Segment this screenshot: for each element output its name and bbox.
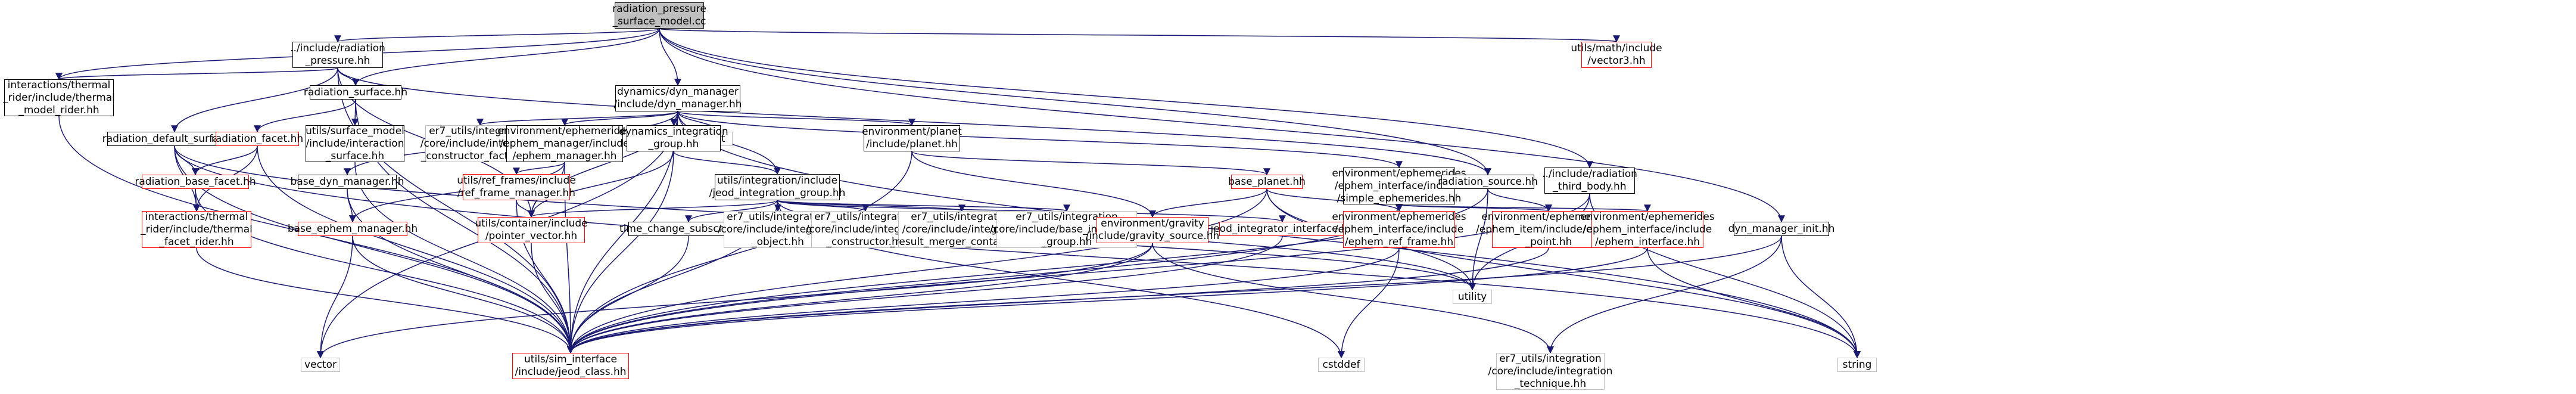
edge-gravity_source-to-integ_technique [1152, 243, 1554, 354]
edge-base_planet-to-ephem_ref_frame [1266, 188, 1403, 212]
node-interaction-surface-hh[interactable]: utils/surface_model /include/interaction… [306, 125, 404, 162]
node-jeod-class-hh[interactable]: utils/sim_interface /include/jeod_class.… [512, 353, 629, 379]
edge-pointer_vector-to-jeod_class [531, 243, 574, 354]
edge-planet-to-gravity_source [911, 151, 1156, 218]
edge-ephem_ref_frame-to-cstddef [1338, 247, 1400, 359]
edge-ephem_ref_frame-to-jeod_class [567, 247, 1400, 354]
node-base-dyn-manager-hh[interactable]: base_dyn_manager.hh [291, 175, 404, 189]
edge-base_ephem_manager-to-jeod_class [352, 235, 574, 354]
edge-dyn_manager-to-jeod_class [567, 111, 678, 354]
node-ephem-interface-hh[interactable]: environment/ephemerides /ephem_interface… [1580, 210, 1715, 248]
edge-root-to-vector3 [659, 28, 1619, 43]
edge-dyn_integ_group-to-pointer_vector [528, 151, 674, 218]
node-integration-technique-hh[interactable]: er7_utils/integration /core/include/inte… [1488, 352, 1613, 390]
edge-dyn_manager-to-simple_ephem [677, 111, 1403, 169]
node-dyn-manager-hh[interactable]: dynamics/dyn_manager /include/dyn_manage… [613, 85, 742, 111]
edge-root-to-dyn_manager_init [659, 28, 1785, 223]
node-gravity-source-hh[interactable]: environment/gravity /include/gravity_sou… [1085, 217, 1220, 243]
edge-thermal_facet_rider-to-jeod_class [196, 247, 574, 354]
edge-dyn_manager_init-to-string [1781, 235, 1861, 359]
node-vector[interactable]: vector [301, 358, 340, 372]
node-thermal-model-rider-hh[interactable]: interactions/thermal _rider/include/ther… [3, 79, 115, 116]
edge-base_planet-to-gravity_source [1149, 188, 1267, 218]
node-ephem-ref-frame-hh[interactable]: environment/ephemerides /ephem_interface… [1332, 210, 1466, 248]
node-radiation-pressure-hh[interactable]: ../include/radiation _pressure.hh [290, 42, 385, 68]
edge-jeod_integ_group-to-pointer_vector [528, 200, 778, 218]
node-thermal-facet-rider-hh[interactable]: interactions/thermal _rider/include/ther… [141, 210, 253, 248]
node-base-planet-hh[interactable]: base_planet.hh [1228, 175, 1306, 189]
edge-dyn_integ_group-to-jeod_integ_group [673, 151, 781, 175]
edge-root-to-rad_source [659, 28, 1491, 176]
edge-dyn_manager-to-planet [677, 111, 915, 126]
edge-rad_facet-to-rad_base_facet [192, 145, 258, 176]
edge-ephem_manager-to-ref_frame_manager [513, 162, 565, 175]
node-ephem-manager-hh[interactable]: environment/ephemerides /ephem_manager/i… [497, 125, 632, 162]
edge-gravity_source-to-vector [317, 243, 1153, 359]
edge-time_change_sub-to-jeod_class [567, 235, 689, 354]
edge-dyn_manager-to-ephem_manager [561, 111, 678, 126]
node-radiation-base-facet-hh[interactable]: radiation_base_facet.hh [135, 175, 256, 189]
node-simple-ephemerides-hh[interactable]: environment/ephemerides /ephem_interface… [1332, 167, 1466, 204]
edge-gravity_source-to-jeod_class [567, 243, 1153, 354]
edge-inc_rad_press-to-rad_default_surface [171, 67, 338, 133]
edge-root-to-inc_rad_press [334, 28, 660, 43]
edge-dyn_manager_init-to-jeod_class [567, 235, 1782, 354]
node-vector3-hh[interactable]: utils/math/include /vector3.hh [1571, 42, 1662, 68]
node-jeod-integration-group-hh[interactable]: utils/integration/include /jeod_integrat… [709, 174, 846, 200]
edge-surface_model_iface-to-jeod_class [354, 162, 574, 354]
edge-dyn_manager_init-to-integ_technique [1547, 235, 1782, 354]
edge-root-to-dyn_manager [659, 28, 681, 86]
node-integrable-object-hh[interactable]: er7_utils/integration /core/include/inte… [717, 210, 839, 248]
edge-rad_surface-to-rad_facet [254, 99, 356, 133]
node-jeod-integrator-interface-hh[interactable]: jeod_integrator_interface.hh [1210, 222, 1354, 236]
edge-jeod_integ_iface-to-jeod_class [567, 235, 1283, 354]
edge-rad_source-to-ephem_point [1487, 188, 1552, 212]
edge-ephem_interface-to-string [1647, 247, 1861, 359]
edge-dyn_manager-to-ctor_factory [476, 111, 678, 126]
node-radiation-surface-hh[interactable]: radiation_surface.hh [304, 85, 407, 100]
edge-rad_default_surface-to-string [174, 145, 1861, 359]
edge-dyn_integ_group-to-jeod_class [567, 151, 674, 354]
node-cstddef[interactable]: cstddef [1318, 358, 1365, 372]
node-pointer-vector-hh[interactable]: utils/container/include /pointer_vector.… [475, 217, 588, 243]
node-ephem-point-hh[interactable]: environment/ephemerides /ephem_item/incl… [1476, 210, 1621, 248]
node-string[interactable]: string [1837, 358, 1877, 372]
edge-root-to-third_body [659, 28, 1593, 169]
node-radiation-facet-hh[interactable]: radiation_facet.hh [211, 132, 303, 146]
edge-base_planet-to-jeod_class [567, 188, 1267, 354]
node-radiation-source-hh[interactable]: radiation_source.hh [1438, 175, 1538, 189]
edge-base_dyn_manager-to-base_ephem_manager [347, 188, 356, 223]
edge-rad_source-to-utility [1469, 188, 1488, 291]
edge-simple_ephem-to-ephem_interface [1398, 204, 1651, 212]
edge-jeod_integ_group-to-base_integ_group [777, 200, 1070, 212]
edge-ephem_manager-to-base_ephem_manager [349, 162, 565, 223]
node-planet-hh[interactable]: environment/planet /include/planet.hh [862, 125, 962, 151]
node-radiation-third-body-hh[interactable]: ../include/radiation _third_body.hh [1542, 167, 1637, 194]
edge-inc_rad_press-to-thermal_rider [55, 67, 338, 80]
node-radiation-pressure-surface-model-cc[interactable]: radiation_pressure _surface_model.cc [612, 2, 706, 29]
edge-base_ephem_manager-to-vector [317, 235, 353, 359]
edge-root-to-rad_surface [352, 28, 660, 86]
edge-planet-to-jeod_class [567, 151, 912, 354]
node-ref-frame-manager-hh[interactable]: utils/ref_frames/include /ref_frame_mana… [457, 174, 576, 200]
edge-planet-to-base_planet [911, 151, 1270, 176]
node-dynamics-integration-group-hh[interactable]: dynamics_integration _group.hh [619, 125, 728, 151]
node-utility[interactable]: utility [1453, 290, 1492, 304]
edge-base_dyn_manager-to-jeod_class [347, 188, 574, 354]
node-base-ephem-manager-hh[interactable]: base_ephem_manager.hh [288, 222, 418, 236]
node-dyn-manager-init-hh[interactable]: dyn_manager_init.hh [1728, 222, 1834, 236]
edge-ephem_interface-to-jeod_class [567, 247, 1648, 354]
